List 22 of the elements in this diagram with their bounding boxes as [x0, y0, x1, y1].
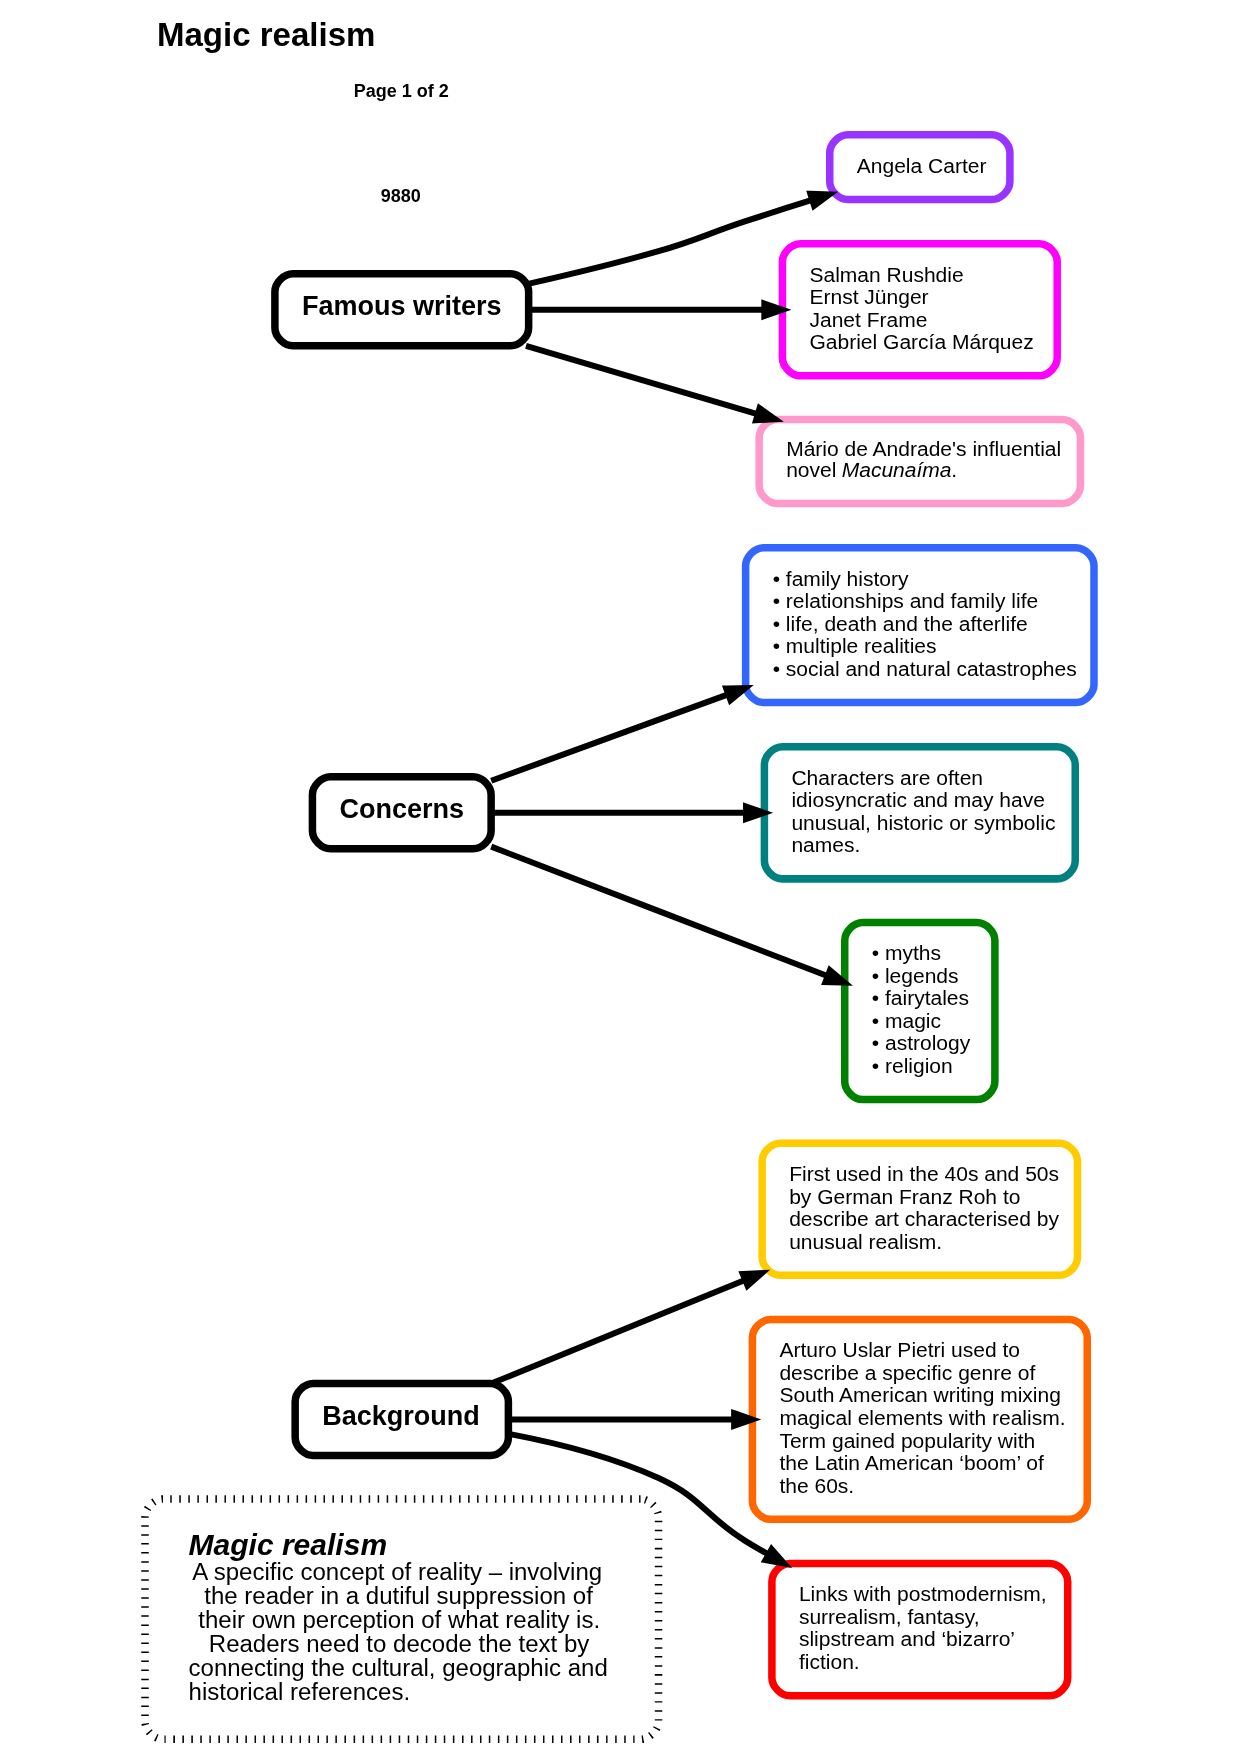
- diagram-title: Magic realism: [157, 15, 376, 53]
- node-box: Magic realism A specific concept of reality – involving the reader in a dutiful suppression of their own perception of what reality is. Readers need to decode the text by connecting the cultural, geographic and historical references.: [141, 1495, 663, 1744]
- node-box: Famous writers: [271, 270, 533, 350]
- node-box: Angela Carter: [825, 131, 1014, 204]
- label: Page 1 of 2: [353, 80, 449, 101]
- arrow: [529, 299, 792, 321]
- node-box: First used in the 40s and 50s by German Franz Roh to describe art characterised by unusual realism.: [758, 1139, 1082, 1280]
- arrow: [490, 685, 754, 784]
- arrow: [490, 843, 853, 986]
- node-box: Salman Rushdie Ernst Jünger Janet Frame Gabriel García Márquez: [778, 239, 1061, 380]
- node-box: Arturo Uslar Pietri used to describe a specific genre of South American writing mixing magical elements with realism. Term gained popularity with the Latin American ‘boom’ of the 60s.: [748, 1315, 1091, 1524]
- arrow: [528, 190, 839, 287]
- node-box: Background: [291, 1379, 513, 1460]
- node-box: • family history • relationships and family life • life, death and the afterlife • multiple realities • social and natural catastrophes: [741, 544, 1098, 707]
- node-box: • myths • legends • fairytales • magic • astrology • religion: [840, 918, 999, 1104]
- node-box: Links with postmodernism, surrealism, fantasy, slipstream and ‘bizarro’ fiction.: [768, 1559, 1072, 1700]
- label: 9880: [380, 185, 421, 206]
- arrow: [491, 802, 774, 824]
- node-box: Concerns: [308, 773, 495, 853]
- node-box: Characters are often idiosyncratic and may have unusual, historic or symbolic names.: [760, 743, 1079, 883]
- arrow: [525, 343, 784, 424]
- node-box: Mário de Andrade's influential novel Macunaíma.: [755, 415, 1085, 508]
